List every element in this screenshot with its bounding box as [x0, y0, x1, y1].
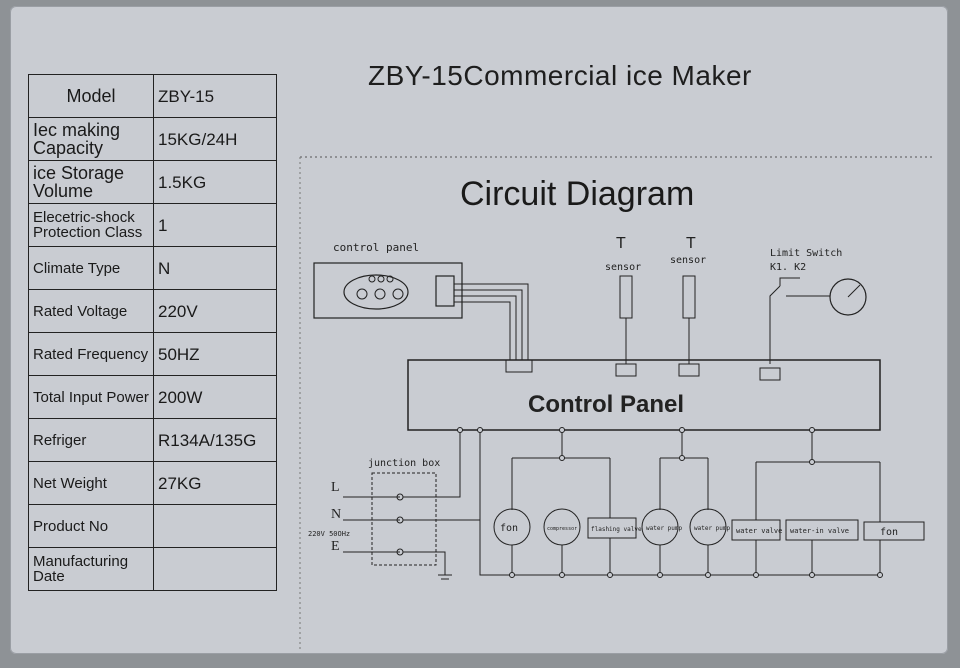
- main-control-panel-label: Control Panel: [528, 391, 684, 418]
- load-label: water-in valve: [790, 527, 849, 535]
- load-label: water pump: [646, 525, 683, 532]
- spec-row: Refriger R134A/135G: [28, 418, 277, 462]
- load-label: water pump: [694, 525, 731, 532]
- control-panel-box: [313, 262, 463, 319]
- ribbon-cable: [454, 283, 529, 360]
- wire: [403, 430, 480, 575]
- terminal-label: N: [331, 507, 341, 522]
- spec-row: Rated Frequency 50HZ: [28, 332, 277, 376]
- button-icon: [392, 288, 404, 300]
- spec-label: Elecetric-shock Protection Class: [28, 203, 154, 247]
- fan-icon: [863, 521, 925, 541]
- spec-label: Total Input Power: [28, 375, 154, 419]
- spec-value: 15KG/24H: [153, 117, 277, 161]
- spec-label: Rated Frequency: [28, 332, 154, 376]
- gauge-needle: [847, 284, 861, 298]
- indicator-icon: [377, 275, 385, 283]
- connector-icon: [505, 359, 533, 373]
- junction-dots: [457, 427, 883, 578]
- spec-value: [153, 547, 277, 591]
- water-pump-icon: [689, 508, 727, 546]
- neutral-bus: [479, 430, 880, 576]
- limit-switch-sub: K1. K2: [770, 262, 806, 273]
- terminal-label: E: [331, 539, 340, 554]
- limit-switch-icon: [769, 277, 830, 364]
- indicator-icon: [386, 275, 394, 283]
- supply-label: 220V 50OHz: [308, 530, 350, 538]
- water-in-valve-icon: [785, 519, 859, 541]
- spec-value: [153, 504, 277, 548]
- terminal-label: L: [331, 480, 340, 495]
- fan-icon: [493, 508, 531, 546]
- connector-icon: [759, 367, 781, 381]
- load-label: compressor: [547, 526, 577, 532]
- spec-value: 1.5KG: [153, 160, 277, 204]
- spec-value: 50HZ: [153, 332, 277, 376]
- spec-row: Elecetric-shock Protection Class 1: [28, 203, 277, 247]
- connector-icon: [615, 363, 637, 377]
- water-pump-icon: [641, 508, 679, 546]
- wire: [511, 458, 881, 522]
- sensor-label: sensor: [670, 255, 706, 266]
- main-control-panel-box: [407, 359, 881, 431]
- spec-row: ice Storage Volume 1.5KG: [28, 160, 277, 204]
- spec-value: 27KG: [153, 461, 277, 505]
- junction-box: [371, 472, 437, 566]
- spec-row: Manufacturing Date: [28, 547, 277, 591]
- connector-icon: [678, 363, 700, 377]
- water-valve-icon: [731, 519, 781, 541]
- spec-row: Total Input Power 200W: [28, 375, 277, 419]
- spec-table: Model ZBY-15 Iec making Capacity 15KG/24…: [28, 74, 277, 591]
- spec-row: Product No: [28, 504, 277, 548]
- load-label: flashing valve: [591, 526, 642, 533]
- spec-label: Net Weight: [28, 461, 154, 505]
- load-label: water valve: [736, 527, 782, 535]
- button-cluster-icon: [343, 274, 409, 310]
- spec-value: N: [153, 246, 277, 290]
- spec-label: Refriger: [28, 418, 154, 462]
- connector-icon: [435, 275, 455, 307]
- gauge-icon: [829, 278, 867, 316]
- spec-row: Net Weight 27KG: [28, 461, 277, 505]
- sensor-symbol: T: [686, 235, 696, 252]
- spec-row: Rated Voltage 220V: [28, 289, 277, 333]
- spec-label: ice Storage Volume: [28, 160, 154, 204]
- compressor-icon: [543, 508, 581, 546]
- sensor-symbol: T: [616, 235, 626, 252]
- button-icon: [374, 288, 386, 300]
- spec-value: R134A/135G: [153, 418, 277, 462]
- spec-row: Model ZBY-15: [28, 74, 277, 118]
- diagram-title: Circuit Diagram: [460, 175, 694, 213]
- flashing-valve-icon: [587, 517, 637, 539]
- sensor-icon: [682, 275, 696, 319]
- indicator-icon: [368, 275, 376, 283]
- junction-box-label: junction box: [368, 458, 440, 469]
- load-label: fon: [500, 523, 518, 534]
- spec-value: 220V: [153, 289, 277, 333]
- sensor-label: sensor: [605, 262, 641, 273]
- spec-label: Climate Type: [28, 246, 154, 290]
- control-panel-small-label: control panel: [333, 241, 419, 254]
- wire: [511, 538, 881, 575]
- spec-label: Product No: [28, 504, 154, 548]
- limit-switch-label: Limit Switch: [770, 248, 842, 259]
- load-bus: [512, 430, 880, 463]
- button-icon: [356, 288, 368, 300]
- sensor-icon: [619, 275, 633, 319]
- spec-label: Iec making Capacity: [28, 117, 154, 161]
- spec-row: Iec making Capacity 15KG/24H: [28, 117, 277, 161]
- spec-row: Climate Type N: [28, 246, 277, 290]
- product-title: ZBY-15Commercial ice Maker: [368, 60, 752, 91]
- ground-icon: [438, 574, 452, 580]
- spec-label: Model: [28, 74, 154, 118]
- spec-label: Manufacturing Date: [28, 547, 154, 591]
- load-label: fon: [880, 527, 898, 538]
